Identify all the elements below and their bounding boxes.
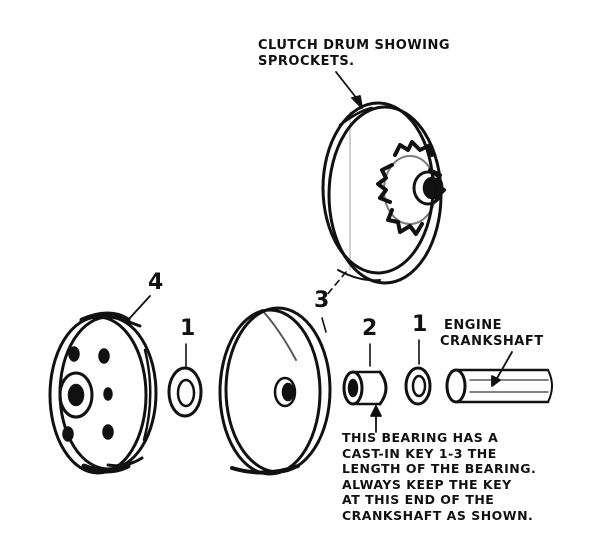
part-number-drum: 3 [314, 288, 330, 313]
bearing-note-line: THIS BEARING HAS A [342, 430, 499, 445]
bearing-note-line: LENGTH OF THE BEARING. [342, 461, 537, 476]
clutch-drum-label: CLUTCH DRUM SHOWING SPROCKETS. [258, 38, 450, 70]
bearing [342, 370, 388, 406]
bearing-note-line: CAST-IN KEY 1-3 THE [342, 445, 497, 461]
part-number-washer-left: 1 [180, 316, 196, 341]
part-number-washer-right: 1 [412, 312, 428, 337]
bearing-note: THIS BEARING HAS A CAST-IN KEY 1-3 THE L… [342, 430, 536, 523]
bearing-note-line: AT THIS END OF THE [342, 492, 495, 507]
crankshaft-leader [491, 351, 513, 387]
engine-label-line: ENGINE [444, 318, 503, 333]
clutch-shoe-assembly [48, 311, 158, 475]
clutch-drum-label-line: SPROCKETS. [258, 54, 355, 69]
part-number-bearing: 2 [362, 316, 378, 341]
thrust-washer-left [167, 366, 203, 418]
engine-crankshaft-label: ENGINE CRANKSHAFT [440, 318, 544, 350]
bearing-note-line: ALWAYS KEEP THE KEY [342, 476, 512, 492]
sprocket-drum [321, 101, 446, 285]
assembly-dashed-line [325, 271, 347, 297]
part-number-clutch-shoe: 4 [148, 270, 164, 295]
clutch-drum-label-line: CLUTCH DRUM SHOWING [258, 38, 451, 53]
bearing-note-line: CRANKSHAFT AS SHOWN. [342, 507, 534, 523]
engine-label-line: CRANKSHAFT [440, 334, 544, 349]
thrust-washer-right [404, 366, 432, 406]
bearing-key-arrow [370, 405, 382, 433]
drum-label-leader [335, 71, 363, 109]
clutch-drum [218, 306, 332, 476]
